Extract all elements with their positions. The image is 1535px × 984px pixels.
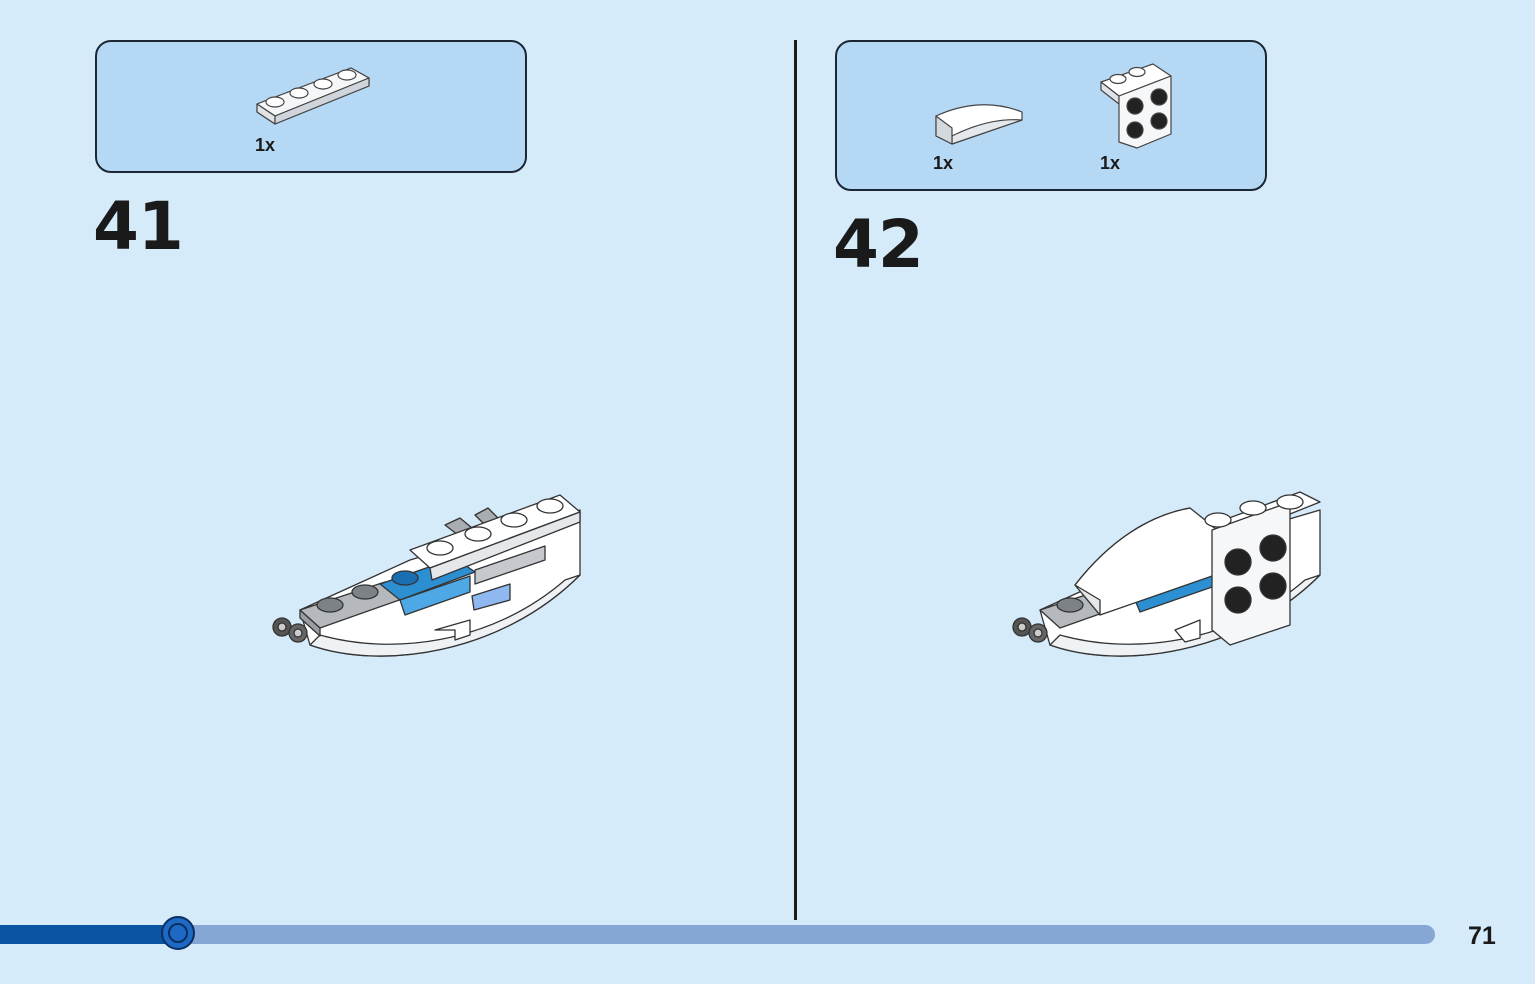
part-quantity: 1x [1100,153,1121,173]
page-number: 71 [1468,922,1496,950]
progress-bar [0,916,1435,950]
white-curved-slope-icon [935,104,1023,145]
boat-model-step-41 [272,494,581,657]
step-number: 42 [833,206,924,283]
progress-knob [160,916,195,950]
page-divider [794,40,797,920]
parts-callout-step-42: 1x 1x [835,40,1267,191]
parts-callout-step-41: 1x [95,40,527,173]
step-number: 41 [93,188,184,265]
part-quantity: 1x [255,135,276,155]
white-bracket-2x2-icon [1100,63,1172,149]
white-1x4-plate-icon [256,67,370,125]
part-quantity: 1x [933,153,954,173]
boat-model-step-42 [1012,491,1321,657]
progress-fill [0,925,178,944]
